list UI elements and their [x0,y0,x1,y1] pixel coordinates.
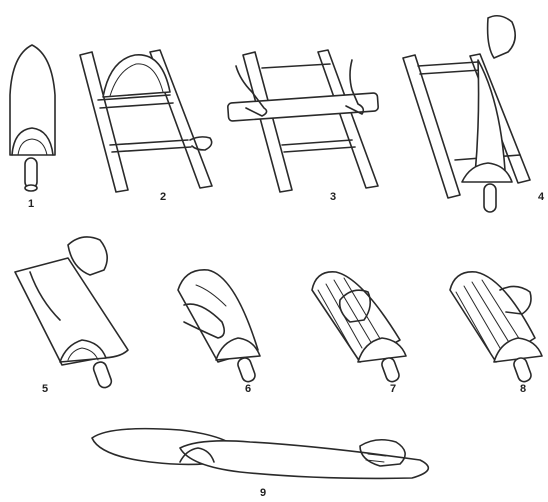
step-6-illustration [178,270,260,383]
step-label-8: 8 [520,383,526,395]
step-label-6: 6 [245,383,251,395]
step-label-9: 9 [260,487,266,499]
step-label-4: 4 [538,191,545,203]
step-4-illustration [403,16,530,212]
step-label-5: 5 [42,383,48,395]
step-label-3: 3 [330,191,336,203]
step-7-illustration [312,272,406,384]
step-label-1: 1 [28,198,34,210]
step-label-7: 7 [390,383,396,395]
step-1-illustration [10,45,55,191]
step-9-illustration [92,429,428,479]
step-3-illustration [228,50,379,192]
step-8-illustration [450,272,542,384]
step-2-illustration [80,50,212,192]
step-label-2: 2 [160,191,166,203]
step-5-illustration [15,237,128,389]
